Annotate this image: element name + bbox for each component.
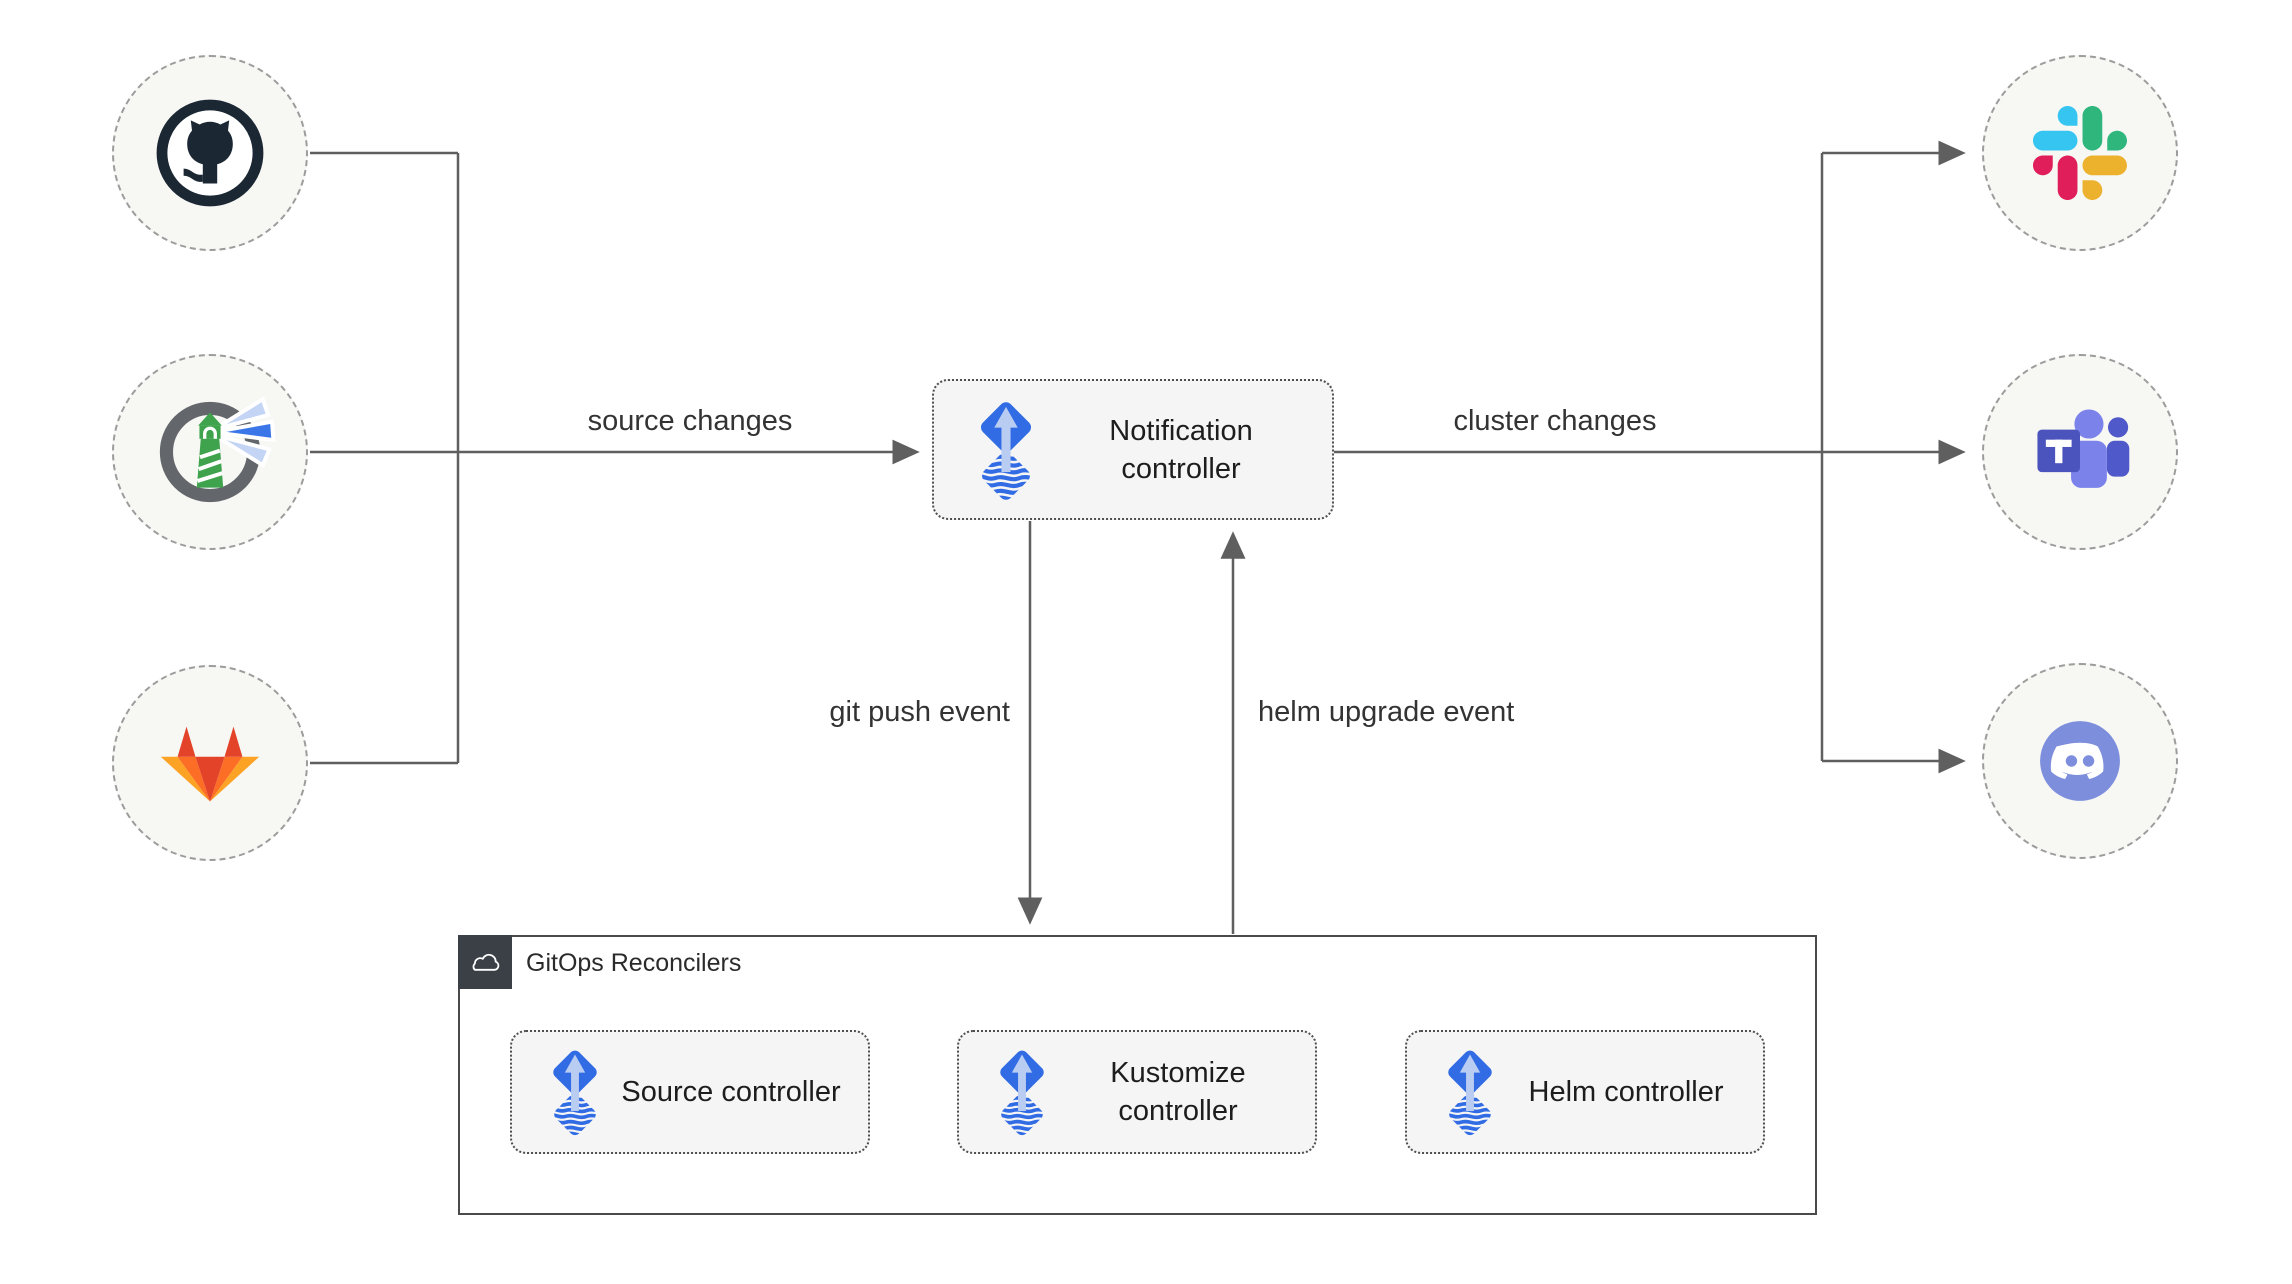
- kustomize-controller-label: Kustomize controller: [1110, 1057, 1246, 1127]
- edge-label-git-push-event: git push event: [829, 696, 1010, 728]
- cloud-icon: [472, 953, 500, 971]
- node-kustomize-controller: Kustomize controller: [957, 1030, 1317, 1154]
- github-icon: [156, 99, 264, 207]
- notification-controller-label: Notification controller: [1109, 414, 1253, 485]
- node-github: [112, 55, 308, 251]
- container-badge: [458, 935, 512, 989]
- slack-icon: [2033, 106, 2127, 200]
- microsoft-teams-icon: [2037, 409, 2130, 488]
- flux-icon: [1437, 1046, 1503, 1138]
- node-discord: [1982, 663, 2178, 859]
- flux-icon: [989, 1046, 1055, 1138]
- source-controller-label: Source controller: [621, 1076, 841, 1108]
- node-gitlab: [112, 665, 308, 861]
- helm-controller-label: Helm controller: [1528, 1076, 1724, 1108]
- node-harbor: [112, 354, 308, 550]
- node-notification-controller: Notification controller: [932, 379, 1334, 520]
- node-slack: [1982, 55, 2178, 251]
- node-microsoft-teams: [1982, 354, 2178, 550]
- container-title: GitOps Reconcilers: [526, 948, 742, 977]
- edge-label-source-changes: source changes: [587, 405, 793, 437]
- flux-icon: [542, 1046, 608, 1138]
- node-helm-controller: Helm controller: [1405, 1030, 1765, 1154]
- container-gitops-reconcilers: GitOps Reconcilers Source controller Kus…: [458, 935, 1817, 1215]
- flux-icon: [968, 397, 1044, 503]
- edge-label-cluster-changes: cluster changes: [1453, 405, 1657, 437]
- discord-icon: [2040, 721, 2120, 801]
- node-source-controller: Source controller: [510, 1030, 870, 1154]
- gitlab-icon: [160, 726, 260, 802]
- edge-label-helm-upgrade-event: helm upgrade event: [1258, 696, 1515, 728]
- harbor-icon: [159, 396, 276, 503]
